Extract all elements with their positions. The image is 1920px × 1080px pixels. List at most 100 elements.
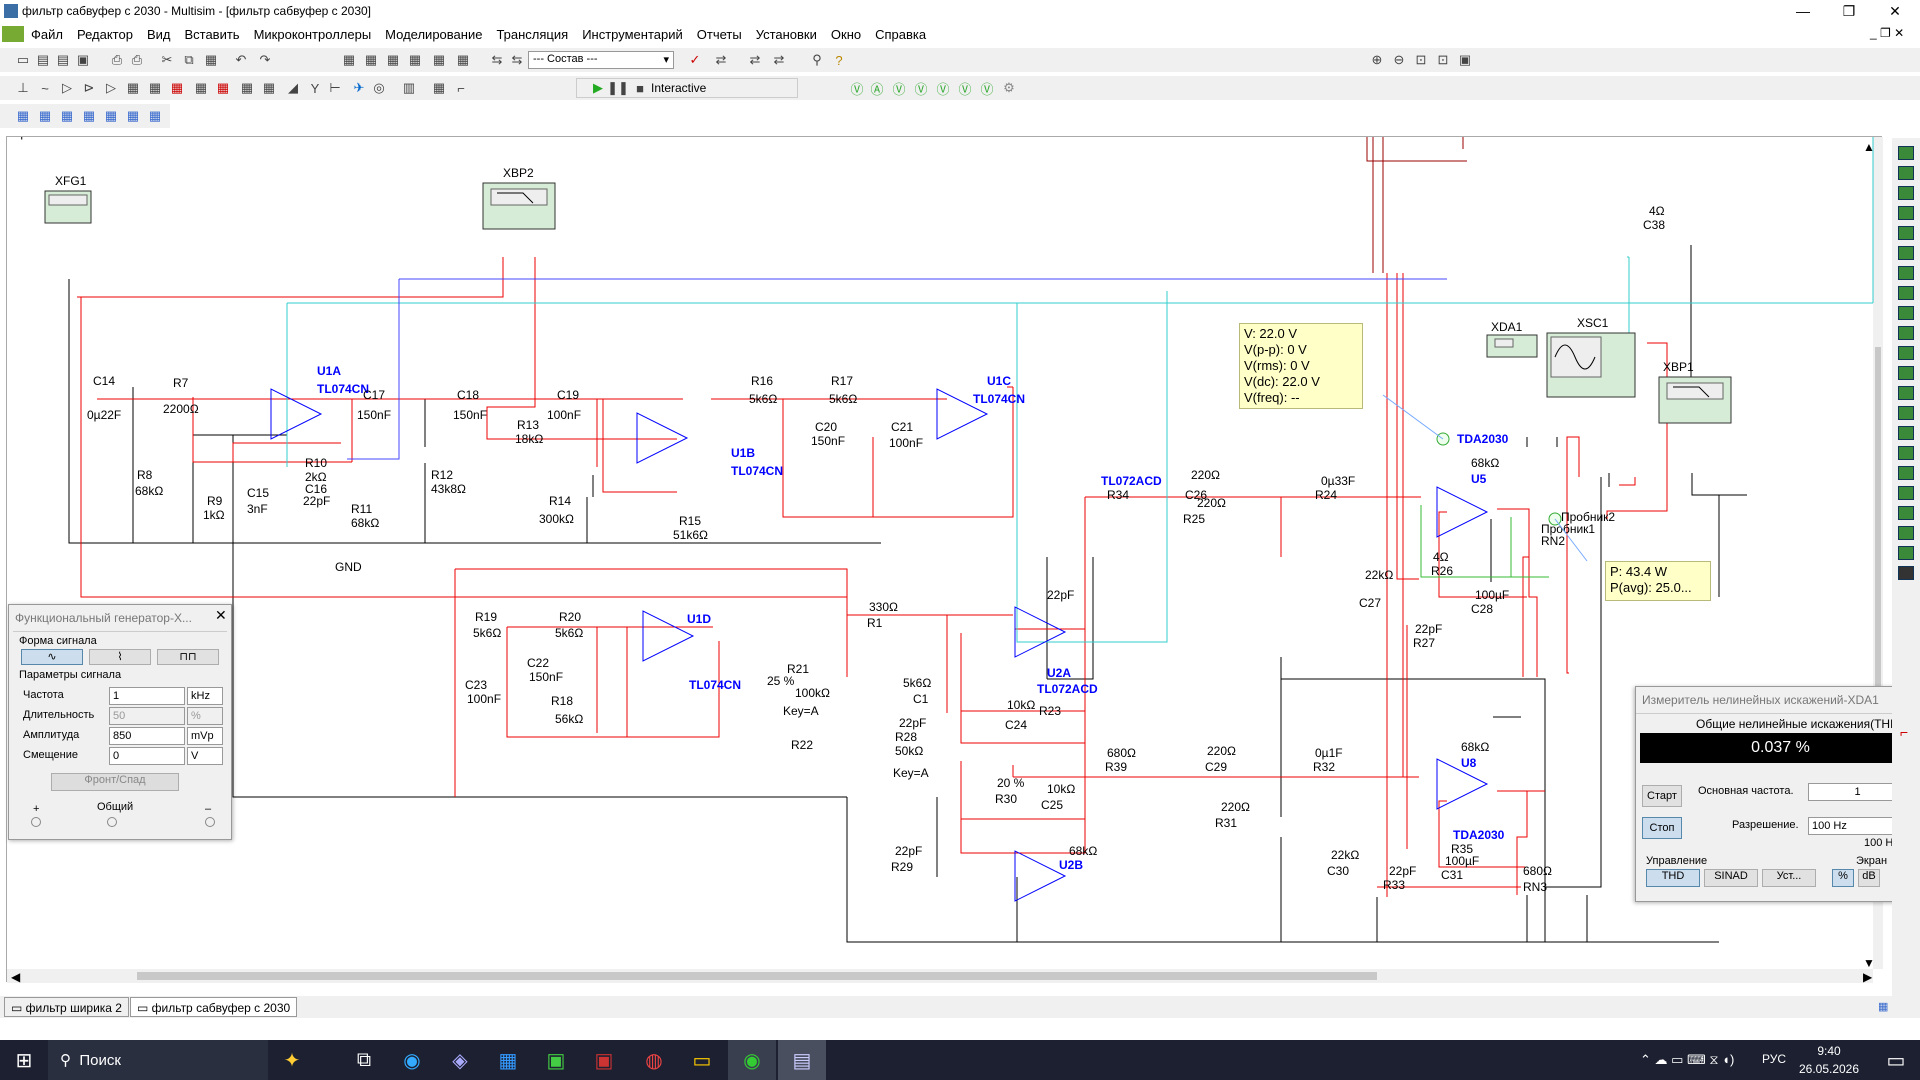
scroll-right-icon[interactable]: ▶ (1863, 970, 1873, 984)
agilent-fg-icon[interactable] (1898, 426, 1914, 440)
task-view-icon[interactable]: ⧉ (356, 1048, 372, 1071)
design-icon[interactable]: ▦ (456, 52, 470, 67)
erc-icon[interactable]: ✓ (689, 52, 701, 67)
labview-icon[interactable] (1898, 506, 1914, 520)
app-icon-3[interactable]: ▣ (546, 1049, 566, 1072)
measurement-probe-icon[interactable] (1898, 566, 1914, 580)
rf-icon[interactable]: Y (310, 80, 320, 96)
component-combo[interactable]: --- Состав ---▾ (528, 51, 674, 69)
probe-current-icon[interactable]: Ⓐ (870, 81, 884, 97)
minimize-button[interactable]: — (1796, 3, 1810, 19)
help-icon[interactable]: ? (835, 52, 843, 68)
tek-osc-icon[interactable] (1898, 486, 1914, 500)
connector-icon[interactable]: ✈ (353, 80, 365, 95)
spreadsheet-icon[interactable]: ▦ (364, 52, 378, 67)
graph6-icon[interactable]: ▦ (126, 108, 140, 123)
open-icon[interactable]: ▤ (36, 52, 50, 67)
menu-insert[interactable]: Вставить (184, 26, 240, 42)
offset-input[interactable]: 0 (109, 747, 185, 765)
menu-tools[interactable]: Инструментарий (582, 26, 683, 42)
power-icon[interactable]: ▦ (240, 80, 254, 95)
app-icon-2[interactable]: ◈ (452, 1049, 468, 1072)
iv-analyzer-icon[interactable] (1898, 346, 1914, 360)
start-button[interactable]: Старт (1642, 785, 1682, 807)
instrument-xfg1[interactable] (44, 190, 92, 224)
forward-icon[interactable]: ⇄ (773, 52, 785, 67)
percent-button[interactable]: % (1832, 869, 1854, 887)
grapher-icon[interactable]: ▦ (408, 52, 422, 67)
menu-simulate[interactable]: Моделирование (385, 26, 483, 42)
db-button[interactable]: dB (1858, 869, 1880, 887)
amplitude-unit[interactable]: mVp (187, 727, 223, 745)
scroll-down-icon[interactable]: ▼ (1863, 956, 1875, 970)
menu-view[interactable]: Вид (146, 26, 171, 42)
fullscreen-icon[interactable]: ▣ (1458, 52, 1472, 67)
minus-terminal[interactable] (205, 817, 215, 827)
freq-unit[interactable]: kHz (187, 687, 223, 705)
app-icon-4[interactable]: ▣ (594, 1049, 614, 1072)
wattmeter-icon[interactable] (1898, 186, 1914, 200)
notification-icon[interactable]: ▭ (1886, 1049, 1906, 1072)
bode-plotter-icon[interactable] (1898, 246, 1914, 260)
rise-fall-button[interactable]: Фронт/Спад (51, 773, 179, 791)
probe-gear-icon[interactable]: ⚙ (1003, 80, 1015, 95)
misc-icon[interactable]: ▦ (262, 80, 276, 95)
freq-counter-icon[interactable] (1898, 266, 1914, 280)
menu-window[interactable]: Окно (830, 26, 862, 42)
electromech-icon[interactable]: ⊢ (329, 80, 341, 95)
menu-options[interactable]: Установки (755, 26, 817, 42)
graph5-icon[interactable]: ▦ (104, 108, 118, 123)
function-generator-icon[interactable] (1898, 166, 1914, 180)
paste-icon[interactable]: ▦ (204, 52, 218, 67)
distortion-analyzer-icon[interactable] (1898, 366, 1914, 380)
mdi-controls[interactable]: _ ❐ ✕ (1870, 26, 1905, 40)
multisim-icon[interactable]: ◉ (728, 1040, 776, 1080)
freq-input[interactable]: 1 (109, 687, 185, 705)
word-generator-icon[interactable] (1898, 286, 1914, 300)
find-icon[interactable]: ⚲ (812, 52, 822, 67)
offset-unit[interactable]: V (187, 747, 223, 765)
probe-diff-icon[interactable]: Ⓥ (914, 81, 928, 97)
start-icon[interactable]: ⊞ (15, 1049, 33, 1072)
oscilloscope4-icon[interactable] (1898, 226, 1914, 240)
print-icon[interactable]: ⎙ (111, 52, 123, 67)
cut-icon[interactable]: ✂ (161, 52, 173, 67)
interactive-mode-label[interactable]: Interactive (651, 81, 707, 95)
zoom-out-icon[interactable]: ⊖ (1393, 52, 1405, 67)
pause-icon[interactable]: ❚❚ (607, 80, 629, 95)
current-probe-icon[interactable] (1898, 546, 1914, 560)
instrument-xbp1[interactable] (1658, 376, 1732, 424)
graph2-icon[interactable]: ▦ (38, 108, 52, 123)
sine-wave-button[interactable]: ∿ (21, 649, 83, 665)
distortion-analyzer-window[interactable]: Измеритель нелинейных искажений-XDA1 Общ… (1635, 686, 1920, 902)
menu-transfer[interactable]: Трансляция (496, 26, 569, 42)
tab-list-icon[interactable]: ▦ (1878, 1001, 1889, 1013)
mixed-icon[interactable]: ▦ (194, 80, 208, 95)
toggle-view-icon[interactable]: ▦ (342, 52, 356, 67)
explorer-icon[interactable]: ▭ (692, 1049, 712, 1072)
agilent-mm-icon[interactable] (1898, 446, 1914, 460)
thd-mode-button[interactable]: THD (1646, 869, 1700, 887)
undo-icon[interactable]: ↶ (235, 52, 247, 67)
tab-doc-2[interactable]: ▭ фильтр сабвуфер с 2030 (130, 997, 298, 1017)
graph-icon[interactable]: ▦ (16, 108, 30, 123)
oscilloscope-icon[interactable] (1898, 206, 1914, 220)
close-button[interactable]: ✕ (1889, 3, 1901, 19)
stop-button[interactable]: Стоп (1642, 817, 1682, 839)
clock-date[interactable]: 26.05.2026 (1798, 1062, 1860, 1076)
indicator-icon[interactable]: ▦ (216, 80, 230, 95)
hierarchy-icon[interactable]: ⇆ (491, 52, 503, 67)
new-icon[interactable]: ▭ (16, 52, 30, 67)
h-scroll-thumb[interactable] (137, 972, 1377, 980)
menu-file[interactable]: Файл (31, 26, 63, 42)
open-folder-icon[interactable]: ▤ (56, 52, 70, 67)
save-icon[interactable]: ▣ (76, 52, 90, 67)
tab-doc-1[interactable]: ▭ фильтр ширика 2 (4, 997, 129, 1017)
duty-input[interactable]: 50 (109, 707, 185, 725)
settings-button[interactable]: Уст... (1762, 869, 1816, 887)
plus-terminal[interactable] (31, 817, 41, 827)
backannotate-icon[interactable]: ⇄ (749, 52, 761, 67)
cmos-icon[interactable]: ▦ (148, 80, 162, 95)
